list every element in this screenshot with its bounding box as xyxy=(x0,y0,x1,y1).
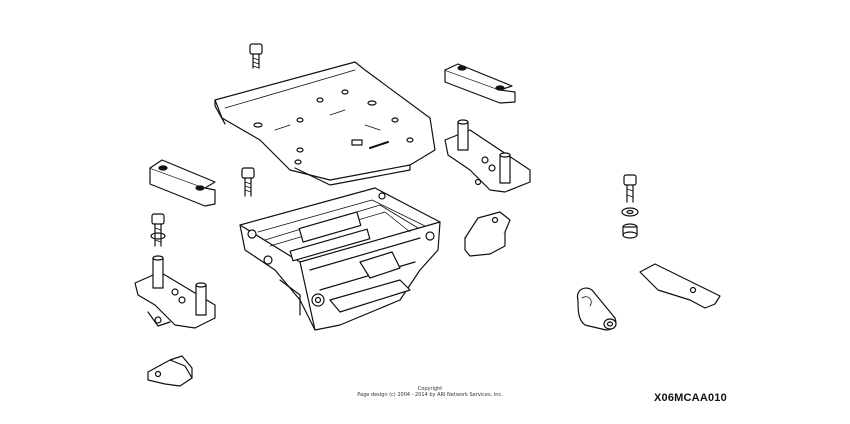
copyright-notice: Copyright Page design (c) 2004 - 2014 by… xyxy=(300,386,560,398)
bolt-stack-right xyxy=(621,174,639,239)
clip-bottom-left xyxy=(147,355,193,387)
rubber-block-left xyxy=(149,159,216,207)
bolt-left xyxy=(150,213,166,247)
bolt-middle xyxy=(241,167,255,197)
hook-bracket xyxy=(464,211,511,257)
bolt-top xyxy=(249,43,263,69)
grommet xyxy=(576,287,617,331)
rubber-block-right xyxy=(444,63,516,104)
main-housing xyxy=(239,187,441,331)
bracket-left xyxy=(134,255,216,329)
shim-plate xyxy=(639,263,721,309)
diagram-code: X06MCAA010 xyxy=(654,392,727,404)
copyright-title: Copyright xyxy=(417,386,443,392)
bracket-right xyxy=(444,119,531,193)
mounting-plate xyxy=(214,61,436,186)
copyright-line: Page design (c) 2004 - 2014 by ARI Netwo… xyxy=(357,392,503,398)
